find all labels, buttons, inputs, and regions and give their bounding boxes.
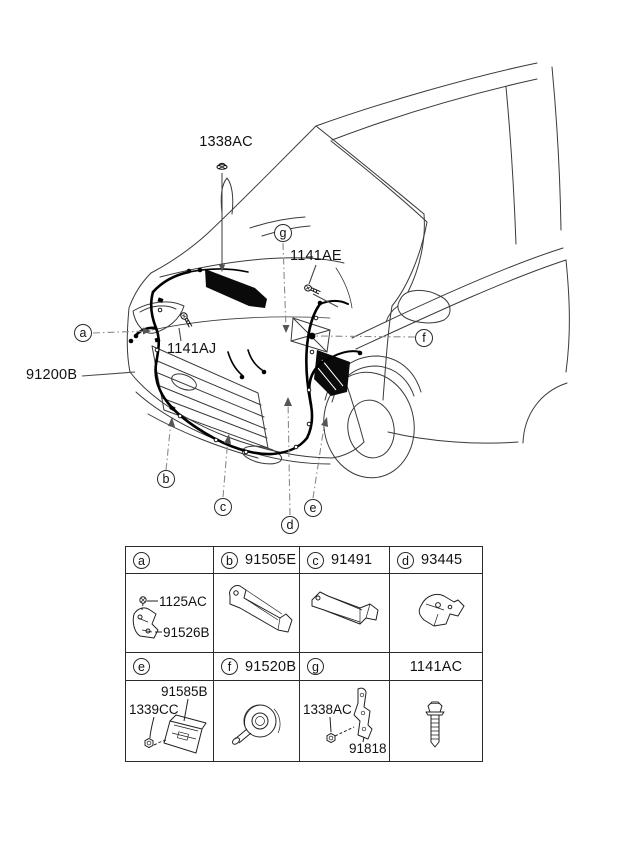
leader-arrowheads [143, 264, 328, 444]
front-wheel-rim [347, 399, 395, 459]
leader-lines-dash [92, 242, 416, 516]
front-wheel [323, 371, 415, 479]
sub-label-1125AC[interactable]: 1125AC [159, 594, 207, 609]
callout-c[interactable]: c [214, 498, 232, 516]
header-cell-e[interactable]: e [126, 653, 214, 681]
callout-d[interactable]: d [281, 516, 299, 534]
sub-label-1339CC[interactable]: 1339CC [129, 702, 179, 717]
letter-badge-d: d [397, 551, 414, 569]
letter-badge-f: f [221, 658, 238, 675]
sub-label-1338AC[interactable]: 1338AC [303, 702, 352, 717]
part-number-91491: 91491 [331, 552, 373, 568]
header-cell-g[interactable]: g [300, 653, 390, 681]
part-label-1338AC[interactable]: 1338AC [199, 134, 253, 150]
header-cell-a[interactable]: a [126, 547, 214, 574]
callout-e[interactable]: e [304, 499, 322, 517]
parts-table: a b 91505E c 91491 d 93445 [125, 546, 483, 762]
cowl-panel [205, 269, 267, 308]
part-number-93445: 93445 [421, 552, 463, 568]
letter-badge-c: c [307, 551, 324, 569]
letter-badge-a: a [133, 551, 150, 569]
clip-icon [216, 162, 228, 170]
bolt-icon [425, 701, 445, 748]
sub-label-91818[interactable]: 91818 [349, 741, 387, 756]
part-number-1141AC: 1141AC [409, 658, 463, 675]
callout-g[interactable]: g [274, 224, 292, 242]
callout-a[interactable]: a [74, 324, 92, 342]
headlamp [132, 301, 185, 334]
channel-bracket-icon [311, 591, 379, 625]
letter-badge-e: e [133, 658, 150, 675]
bracket-with-bolt-icon [132, 596, 162, 639]
header-cell-d[interactable]: d 93445 [390, 547, 482, 574]
part-cell-c [300, 574, 390, 653]
letter-badge-b: b [221, 551, 238, 569]
sub-label-91585B[interactable]: 91585B [161, 684, 208, 699]
part-cell-e: 91585B 1339CC [126, 681, 214, 761]
bolt-icon-1141aj [180, 312, 193, 328]
harness-connectors [128, 267, 363, 412]
part-number-91505E: 91505E [245, 552, 297, 568]
harness-clips [154, 307, 319, 455]
leader-lines-solid [81, 173, 339, 377]
part-cell-g: 1338AC 91818 [300, 681, 390, 761]
sub-label-91526B[interactable]: 91526B [163, 625, 210, 640]
part-label-1141AE[interactable]: 1141AE [290, 248, 342, 264]
antenna [220, 177, 234, 215]
bracket-with-nut-icon [326, 687, 373, 744]
callout-f[interactable]: f [415, 329, 433, 347]
part-cell-f [214, 681, 300, 761]
wiring-harness [134, 268, 361, 456]
part-label-1141AJ[interactable]: 1141AJ [167, 341, 217, 357]
channel-bracket-icon [229, 585, 293, 633]
callout-b[interactable]: b [157, 470, 175, 488]
nut-icon [144, 737, 154, 749]
header-cell-c[interactable]: c 91491 [300, 547, 390, 574]
brand-badge [171, 373, 197, 391]
part-label-91200B[interactable]: 91200B [26, 367, 78, 383]
part-cell-d [390, 574, 482, 653]
part-cell-a: 1125AC 91526B [126, 574, 214, 653]
part-cell-b [214, 574, 300, 653]
header-cell-b[interactable]: b 91505E [214, 547, 300, 574]
grommet-icon [232, 704, 281, 745]
grille [151, 345, 269, 449]
bracket-icon [418, 593, 465, 627]
part-number-91520B: 91520B [245, 658, 297, 675]
letter-badge-g: g [307, 658, 324, 675]
part-cell-1141AC [390, 681, 482, 761]
nut-icon [326, 732, 336, 744]
header-cell-f[interactable]: f 91520B [214, 653, 300, 681]
bolt-icon-1141ae [304, 284, 321, 295]
side-mirror [397, 290, 451, 324]
vehicle-body-outline [126, 62, 570, 479]
header-cell-1141AC[interactable]: 1141AC [390, 653, 482, 681]
protector-with-nut-icon [144, 698, 207, 754]
